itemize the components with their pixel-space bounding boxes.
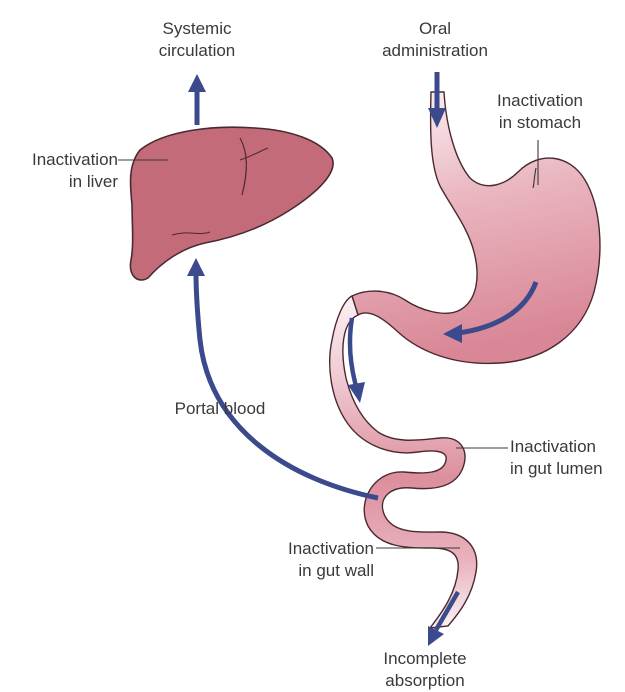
incomplete-absorption-label: Incomplete absorption [360, 648, 490, 692]
systemic-label-line1: Systemic [140, 18, 254, 40]
liver-label-line2: in liver [8, 171, 118, 193]
inactivation-gut-wall-label: Inactivation in gut wall [250, 538, 374, 582]
absorption-label-line1: Incomplete [360, 648, 490, 670]
wall-label-line2: in gut wall [250, 560, 374, 582]
wall-label-line1: Inactivation [250, 538, 374, 560]
systemic-label-line2: circulation [140, 40, 254, 62]
inactivation-stomach-label: Inactivation in stomach [470, 90, 610, 134]
oral-label-line2: administration [365, 40, 505, 62]
portal-blood-arrow [187, 258, 378, 498]
stomach-label-line1: Inactivation [470, 90, 610, 112]
intestine-flow-arrow [348, 318, 365, 403]
lumen-label-line2: in gut lumen [510, 458, 622, 480]
systemic-arrow [188, 74, 206, 125]
liver-organ [130, 127, 333, 280]
liver-label-line1: Inactivation [8, 149, 118, 171]
inactivation-gut-lumen-label: Inactivation in gut lumen [510, 436, 622, 480]
oral-label-line1: Oral [365, 18, 505, 40]
inactivation-liver-label: Inactivation in liver [8, 149, 118, 193]
stomach-label-line2: in stomach [470, 112, 610, 134]
portal-label-text: Portal blood [150, 398, 290, 420]
systemic-circulation-label: Systemic circulation [140, 18, 254, 62]
oral-administration-label: Oral administration [365, 18, 505, 62]
portal-blood-label: Portal blood [150, 398, 290, 420]
lumen-label-line1: Inactivation [510, 436, 622, 458]
